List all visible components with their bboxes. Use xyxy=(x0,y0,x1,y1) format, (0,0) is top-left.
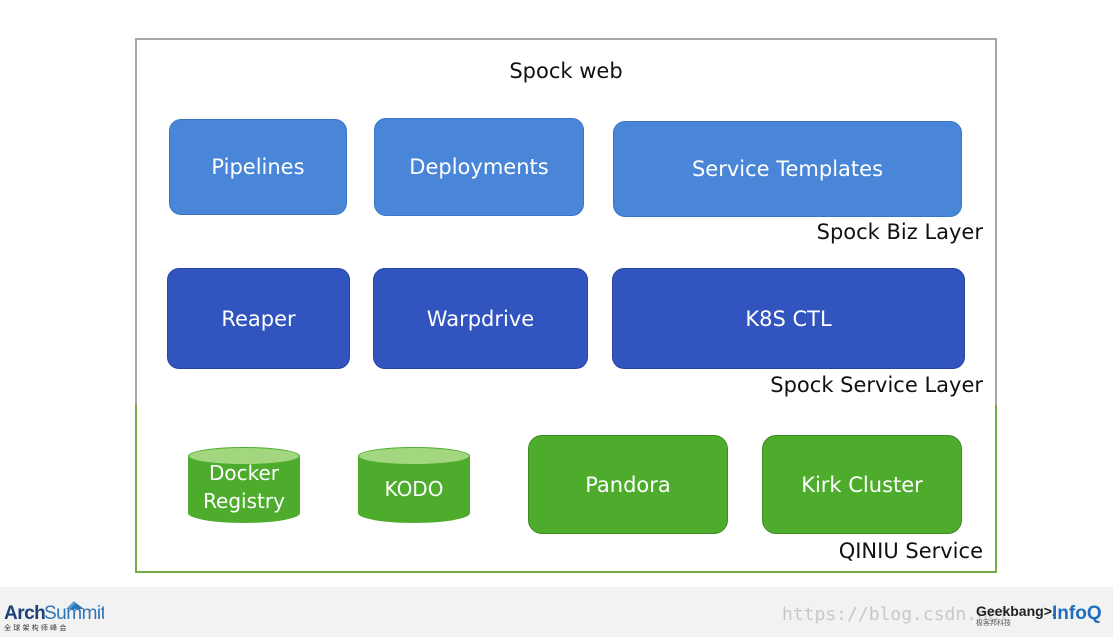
k8s-ctl-box: K8S CTL xyxy=(612,268,965,369)
kodo-label: KODO xyxy=(384,477,444,501)
spock-web-title: Spock web xyxy=(509,58,623,83)
svg-text:全 球 架 构 师 峰 会: 全 球 架 构 师 峰 会 xyxy=(4,623,66,632)
kirk-cluster-box: Kirk Cluster xyxy=(762,435,962,534)
footer-bar: Arch Summit 全 球 架 构 师 峰 会 https://blog.c… xyxy=(0,587,1113,637)
geekbang-logo-subtext: 极客邦科技 xyxy=(976,619,1011,627)
csdn-watermark: https://blog.csdn.net xyxy=(782,604,1010,625)
pipelines-box: Pipelines xyxy=(169,119,347,215)
qiniu-service-layer-label: QINIU Service xyxy=(838,539,983,563)
geekbang-logo: Geekbang>. 极客邦科技 xyxy=(976,601,1056,628)
warpdrive-box: Warpdrive xyxy=(373,268,588,369)
spock-service-layer-label: Spock Service Layer xyxy=(770,373,983,397)
spock-biz-layer-label: Spock Biz Layer xyxy=(816,220,983,244)
deployments-box: Deployments xyxy=(374,118,584,216)
spock-web-layer: Spock web xyxy=(135,38,997,103)
service-templates-box: Service Templates xyxy=(613,121,962,217)
infoq-logo: InfoQ xyxy=(1052,603,1102,624)
archsummit-logo: Arch Summit 全 球 架 构 师 峰 会 xyxy=(4,599,107,637)
archsummit-logo-icon: Arch Summit 全 球 架 构 师 峰 会 xyxy=(4,601,107,632)
docker-registry-database-icon: Docker Registry xyxy=(188,447,300,523)
kodo-database-icon: KODO xyxy=(358,447,470,523)
svg-text:Summit: Summit xyxy=(44,603,104,624)
geekbang-logo-text: Geekbang>. xyxy=(976,603,1056,619)
reaper-box: Reaper xyxy=(167,268,350,369)
spock-service-layer: Reaper Warpdrive K8S CTL Spock Service L… xyxy=(135,252,997,407)
qiniu-service-layer: Docker Registry KODO Pandora Kirk Cluste… xyxy=(135,405,997,573)
spock-biz-layer: Pipelines Deployments Service Templates … xyxy=(135,101,997,254)
svg-text:Arch: Arch xyxy=(4,603,45,624)
pandora-box: Pandora xyxy=(528,435,728,534)
docker-registry-label: Docker Registry xyxy=(203,461,285,513)
